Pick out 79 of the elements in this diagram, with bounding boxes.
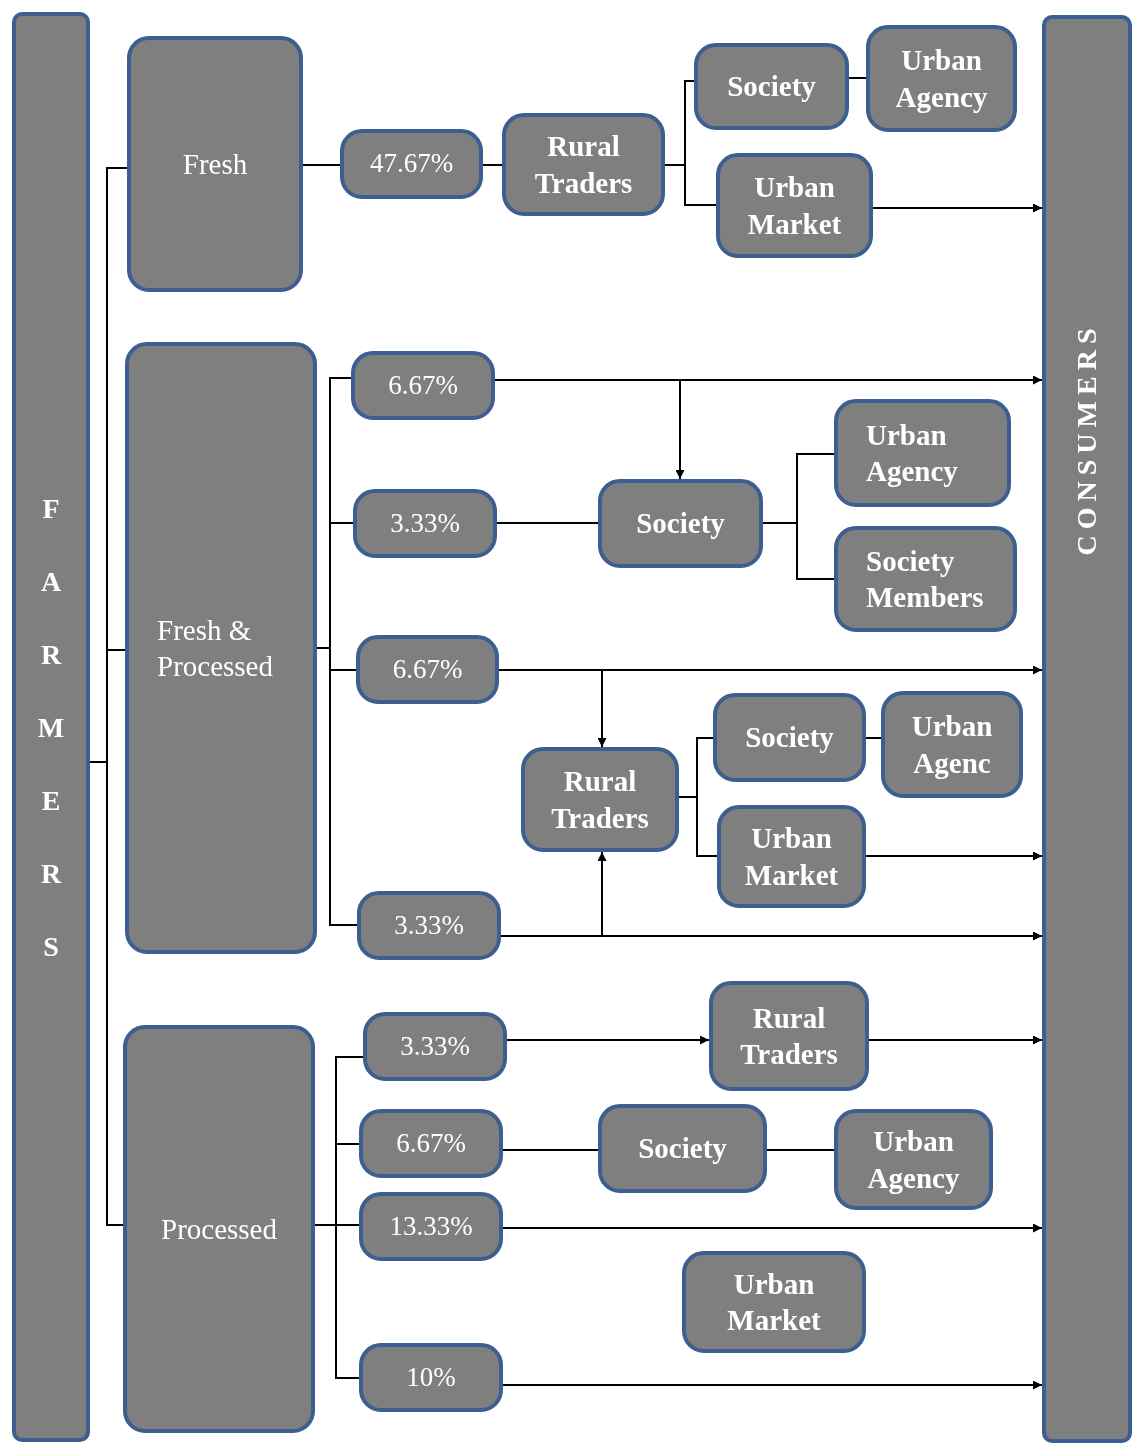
channel-label: Urban Agency bbox=[894, 43, 989, 115]
channel-box bbox=[351, 351, 495, 420]
channel-label: Urban Market bbox=[743, 821, 840, 893]
channel-box bbox=[709, 981, 869, 1091]
channel-label: Urban Agency bbox=[866, 1124, 961, 1196]
channel-box bbox=[353, 489, 497, 558]
channel-label: Urban Agency bbox=[866, 417, 959, 489]
channel-box bbox=[363, 1012, 507, 1081]
connector-line bbox=[502, 1149, 599, 1151]
channel-label: Society bbox=[636, 506, 725, 542]
channel-box bbox=[521, 747, 679, 852]
product-label: Processed bbox=[161, 1211, 277, 1247]
channel-box bbox=[340, 129, 483, 199]
channel-label: Society bbox=[745, 720, 834, 756]
connector-line bbox=[664, 164, 717, 206]
channel-box bbox=[834, 526, 1017, 632]
connector-line bbox=[678, 796, 718, 857]
channel-box bbox=[834, 399, 1011, 507]
channel-label: Urban Agenc bbox=[910, 709, 994, 781]
share-label: 10% bbox=[406, 1360, 456, 1394]
stage-bar bbox=[1042, 15, 1132, 1443]
channel-box bbox=[359, 1343, 503, 1412]
channel-label: Society bbox=[727, 69, 816, 105]
channel-box bbox=[359, 1109, 503, 1178]
channel-box bbox=[834, 1109, 993, 1210]
arrow bbox=[502, 1223, 1043, 1233]
channel-box bbox=[356, 635, 499, 704]
channel-box bbox=[125, 342, 317, 954]
arrow bbox=[865, 851, 1043, 861]
channel-box bbox=[127, 36, 303, 292]
channel-box bbox=[598, 479, 763, 568]
connector-line bbox=[865, 737, 882, 739]
channel-label: Urban Market bbox=[726, 1266, 822, 1338]
channel-box bbox=[123, 1025, 315, 1433]
connector-line bbox=[496, 522, 599, 524]
connector-line bbox=[314, 1224, 360, 1379]
arrow bbox=[498, 669, 607, 748]
arrow bbox=[506, 1035, 710, 1045]
channel-label: Rural Traders bbox=[739, 1000, 839, 1072]
share-label: 3.33% bbox=[400, 1029, 470, 1063]
channel-box bbox=[682, 1251, 866, 1353]
channel-label: Society bbox=[638, 1131, 727, 1167]
channel-box bbox=[716, 153, 873, 258]
share-label: 6.67% bbox=[396, 1126, 466, 1160]
channel-box bbox=[717, 805, 866, 908]
channel-label: Rural Traders bbox=[550, 764, 650, 836]
channel-box bbox=[713, 693, 866, 782]
connector-line bbox=[848, 77, 867, 79]
connector-line bbox=[762, 522, 835, 580]
connector-line bbox=[482, 164, 503, 166]
share-label: 13.33% bbox=[389, 1209, 473, 1243]
share-label: 47.67% bbox=[369, 147, 454, 181]
arrow bbox=[868, 1035, 1043, 1045]
channel-box bbox=[881, 691, 1023, 798]
channel-box bbox=[502, 113, 665, 216]
channel-box bbox=[694, 43, 849, 130]
connector-line bbox=[302, 164, 341, 166]
arrow bbox=[872, 203, 1043, 213]
share-label: 6.67% bbox=[388, 368, 458, 402]
arrow bbox=[494, 379, 685, 480]
product-label: Fresh bbox=[182, 146, 248, 182]
channel-box bbox=[357, 891, 501, 960]
product-label: Fresh & Processed bbox=[157, 612, 273, 684]
channel-box bbox=[359, 1192, 503, 1261]
arrow bbox=[502, 1380, 1043, 1390]
channel-label: Urban Market bbox=[746, 170, 843, 242]
channel-box bbox=[598, 1104, 767, 1193]
share-label: 6.67% bbox=[392, 652, 463, 686]
connector-line bbox=[316, 647, 358, 926]
share-label: 3.33% bbox=[390, 506, 460, 540]
channel-box bbox=[866, 25, 1017, 132]
stage-bar bbox=[12, 12, 90, 1442]
stage-label: CONSUMERS bbox=[1071, 322, 1103, 556]
channel-label: Rural Traders bbox=[533, 129, 634, 201]
connector-line bbox=[766, 1149, 835, 1151]
arrow bbox=[500, 851, 607, 937]
channel-label: Society Members bbox=[866, 543, 985, 615]
share-label: 3.33% bbox=[394, 908, 464, 942]
stage-label: FARMERS bbox=[37, 491, 65, 964]
